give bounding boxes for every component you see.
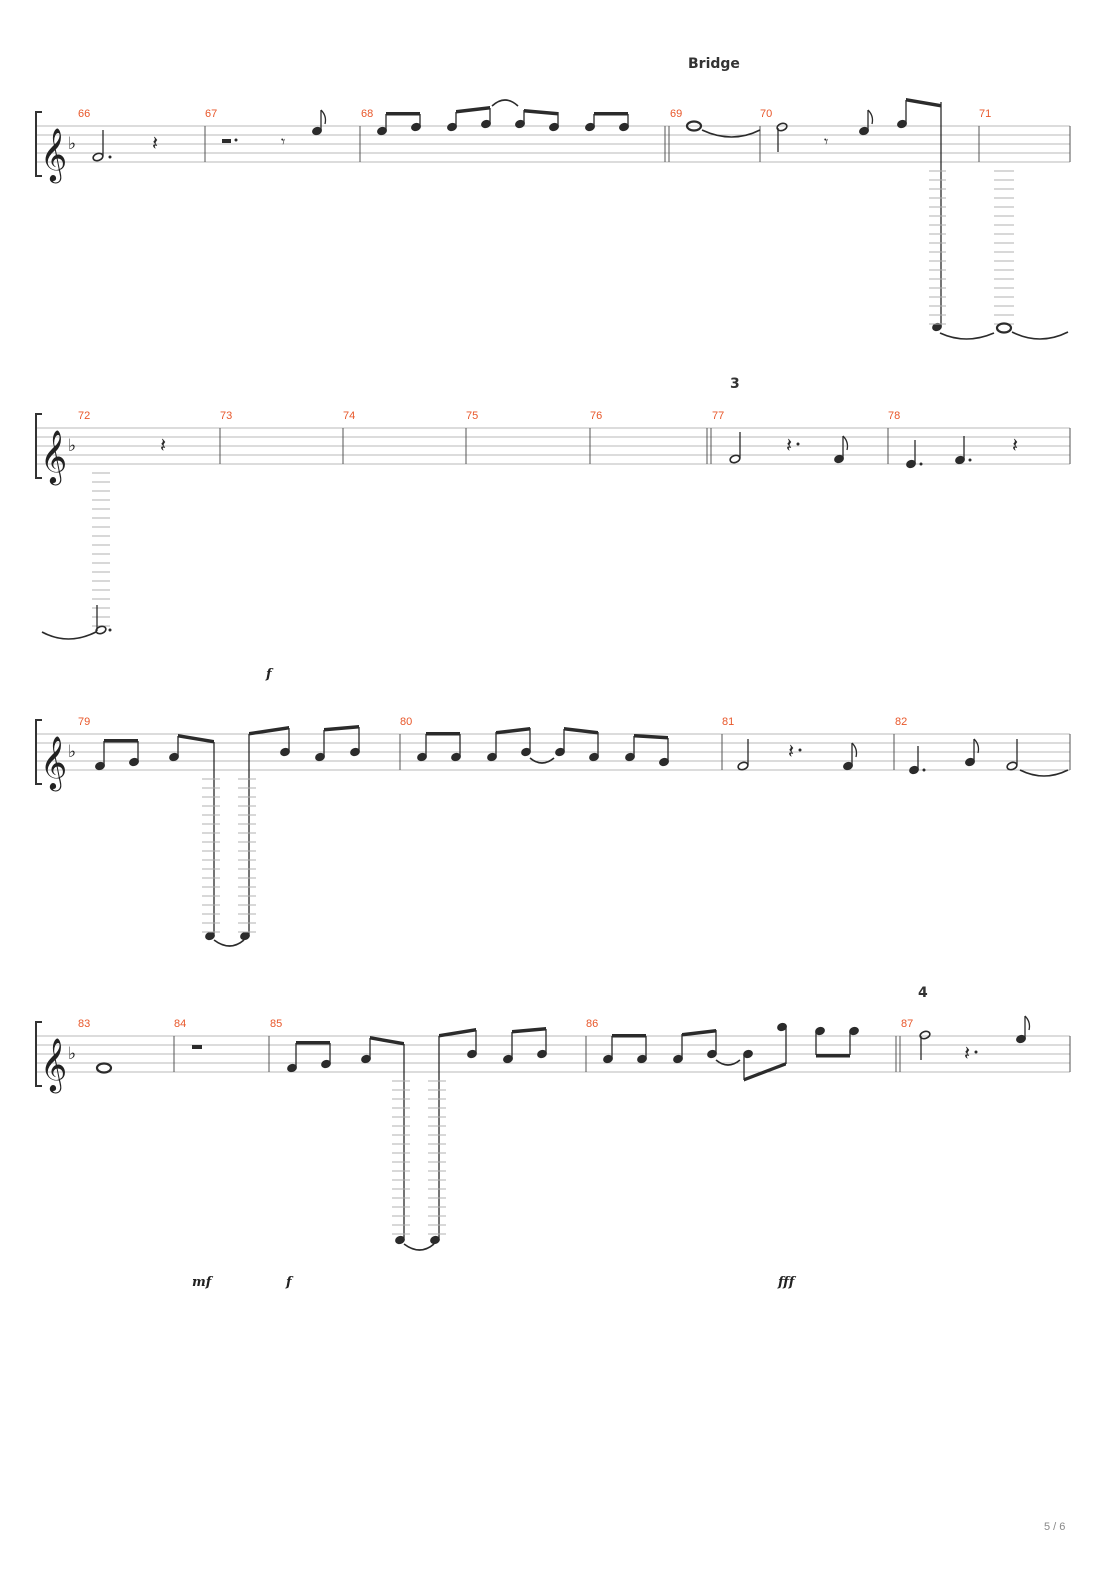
flat-key-signature-icon: ♭ [68, 1044, 76, 1064]
rest-dot [796, 442, 800, 446]
beamed-notes-low [897, 98, 995, 340]
quarter-rest-icon: 𝄽 [1012, 433, 1018, 457]
flat-key-signature-icon: ♭ [68, 742, 76, 762]
system-2: 𝄞 ♭ 72 73 74 75 76 77 78 [35, 410, 1071, 640]
note [776, 122, 788, 152]
quarter-rest-icon: 𝄽 [786, 433, 792, 457]
dynamic-marking: f [265, 667, 274, 682]
note [859, 109, 874, 136]
dotted-half-note-low [41, 472, 112, 640]
measure-number: 71 [979, 108, 991, 120]
staff-lines [36, 427, 1070, 465]
measure-number: 68 [361, 108, 373, 120]
dynamic-marking: f [285, 1275, 294, 1290]
measure-number: 86 [586, 1018, 598, 1030]
system-1: 𝄞 ♭ 66 67 68 69 70 71 𝄽 𝄾 [35, 98, 1071, 340]
note [919, 1030, 931, 1060]
note [1006, 739, 1069, 777]
treble-clef-icon: 𝄞 [40, 429, 67, 485]
whole-note-low [994, 170, 1069, 340]
beamed-notes [377, 99, 629, 136]
whole-rest-icon [192, 1045, 202, 1049]
measure-number: 69 [670, 108, 682, 120]
measure-number: 76 [590, 410, 602, 422]
measure-number: 80 [400, 716, 412, 728]
eighth-rest-icon: 𝄾 [281, 132, 285, 151]
beamed-notes [287, 1027, 547, 1251]
note [737, 739, 749, 771]
staff-lines [36, 125, 1070, 163]
measure-number: 77 [712, 410, 724, 422]
measure-number: 78 [888, 410, 900, 422]
rest-dot [234, 138, 238, 142]
dynamic-marking: fff [777, 1275, 797, 1290]
rehearsal-mark-3: 3 [730, 376, 740, 392]
flat-key-signature-icon: ♭ [68, 436, 76, 456]
note [906, 440, 923, 469]
rehearsal-mark-4: 4 [918, 985, 928, 1001]
measure-number: 82 [895, 716, 907, 728]
measure-number: 70 [760, 108, 772, 120]
staff-lines [36, 1035, 1070, 1073]
quarter-rest-icon: 𝄽 [964, 1041, 970, 1065]
treble-clef-icon: 𝄞 [40, 1037, 67, 1093]
note [1016, 1015, 1031, 1044]
treble-clef-icon: 𝄞 [40, 127, 67, 183]
whole-note [685, 120, 703, 132]
beamed-notes [417, 727, 669, 767]
note [729, 432, 741, 464]
system-4: 𝄞 ♭ 83 84 85 86 87 [35, 1015, 1071, 1251]
measure-number: 83 [78, 1018, 90, 1030]
quarter-rest-icon: 𝄽 [152, 131, 158, 155]
beamed-notes [95, 725, 360, 947]
half-rest-icon [222, 139, 231, 143]
system-bracket [35, 1021, 42, 1087]
measure-number: 84 [174, 1018, 186, 1030]
rest-dot [974, 1050, 978, 1054]
measure-number: 85 [270, 1018, 282, 1030]
tie [701, 129, 761, 138]
measure-number: 79 [78, 716, 90, 728]
staff-lines [36, 733, 1070, 771]
beamed-notes [603, 1022, 859, 1082]
section-label-bridge: Bridge [688, 56, 740, 72]
measure-number: 67 [205, 108, 217, 120]
system-3: 𝄞 ♭ 79 80 81 82 [35, 716, 1071, 947]
measure-number: 66 [78, 108, 90, 120]
note [955, 436, 972, 465]
rest-dot [798, 748, 802, 752]
eighth-rest-icon: 𝄾 [824, 132, 828, 151]
note [312, 109, 327, 136]
quarter-rest-icon: 𝄽 [788, 739, 794, 763]
system-bracket [35, 719, 42, 785]
measure-number: 87 [901, 1018, 913, 1030]
measure-number: 81 [722, 716, 734, 728]
system-bracket [35, 413, 42, 479]
measure-number: 74 [343, 410, 355, 422]
quarter-rest-icon: 𝄽 [160, 433, 166, 457]
note [965, 738, 980, 767]
note [92, 130, 112, 162]
measure-number: 72 [78, 410, 90, 422]
whole-note [95, 1062, 113, 1074]
note [843, 742, 858, 771]
note [909, 746, 926, 775]
flat-key-signature-icon: ♭ [68, 134, 76, 154]
page-number: 5 / 6 [1044, 1521, 1065, 1533]
dynamic-marking: mf [192, 1275, 214, 1290]
system-bracket [35, 111, 42, 177]
measure-number: 73 [220, 410, 232, 422]
treble-clef-icon: 𝄞 [40, 735, 67, 791]
measure-number: 75 [466, 410, 478, 422]
note [834, 435, 849, 464]
